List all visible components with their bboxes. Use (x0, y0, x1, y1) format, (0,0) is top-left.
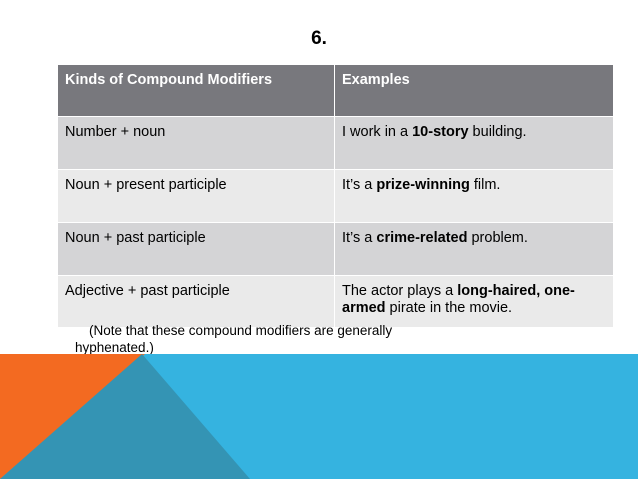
example-text-bold: prize-winning (376, 177, 470, 193)
example-text-pre: It’s a (342, 177, 377, 193)
cell-kind: Noun + past participle (57, 222, 335, 276)
page-title: 6. (311, 28, 327, 49)
cell-example: The actor plays a long-haired, one-armed… (334, 275, 614, 328)
example-text-bold: long-haired, one-armed (342, 283, 575, 317)
column-header-kinds: Kinds of Compound Modifiers (57, 64, 335, 117)
cell-kind: Noun + present participle (57, 169, 335, 223)
cell-kind: Number + noun (57, 116, 335, 170)
example-text-post: problem. (467, 230, 528, 246)
cell-example: It’s a crime-related problem. (334, 222, 614, 276)
table-note-line-2: hyphenated.) (75, 340, 154, 356)
example-text-post: pirate in the movie. (385, 300, 513, 317)
example-text-bold: crime-related (376, 230, 468, 246)
example-text-pre: It’s a (342, 230, 377, 246)
table-row: Number + noun I work in a 10-story build… (57, 116, 614, 170)
table-row: Noun + present participle It’s a prize-w… (57, 169, 614, 223)
cell-example: It’s a prize-winning film. (334, 169, 614, 223)
table-header: Kinds of Compound Modifiers Examples (57, 64, 614, 117)
table-body: Number + noun I work in a 10-story build… (57, 116, 614, 328)
cell-kind: Adjective + past participle (57, 275, 335, 328)
table-row: Noun + past participle It’s a crime-rela… (57, 222, 614, 276)
table-note: (Note that these compound modifiers are … (75, 322, 495, 357)
example-text-bold: 10-story (412, 124, 469, 140)
table-row: Adjective + past participle The actor pl… (57, 275, 614, 328)
example-text-post: building. (468, 124, 527, 140)
column-header-examples: Examples (334, 64, 614, 117)
cell-example: I work in a 10-story building. (334, 116, 614, 170)
decorative-bottom-band (0, 354, 638, 479)
example-text-pre: I work in a (342, 124, 413, 140)
example-text-post: film. (469, 177, 501, 193)
example-text-pre: The actor plays a (342, 283, 458, 299)
table-note-line-1: (Note that these compound modifiers are … (89, 323, 393, 338)
compound-modifiers-table: Kinds of Compound Modifiers Examples Num… (57, 64, 614, 328)
table-header-row: Kinds of Compound Modifiers Examples (57, 64, 614, 117)
